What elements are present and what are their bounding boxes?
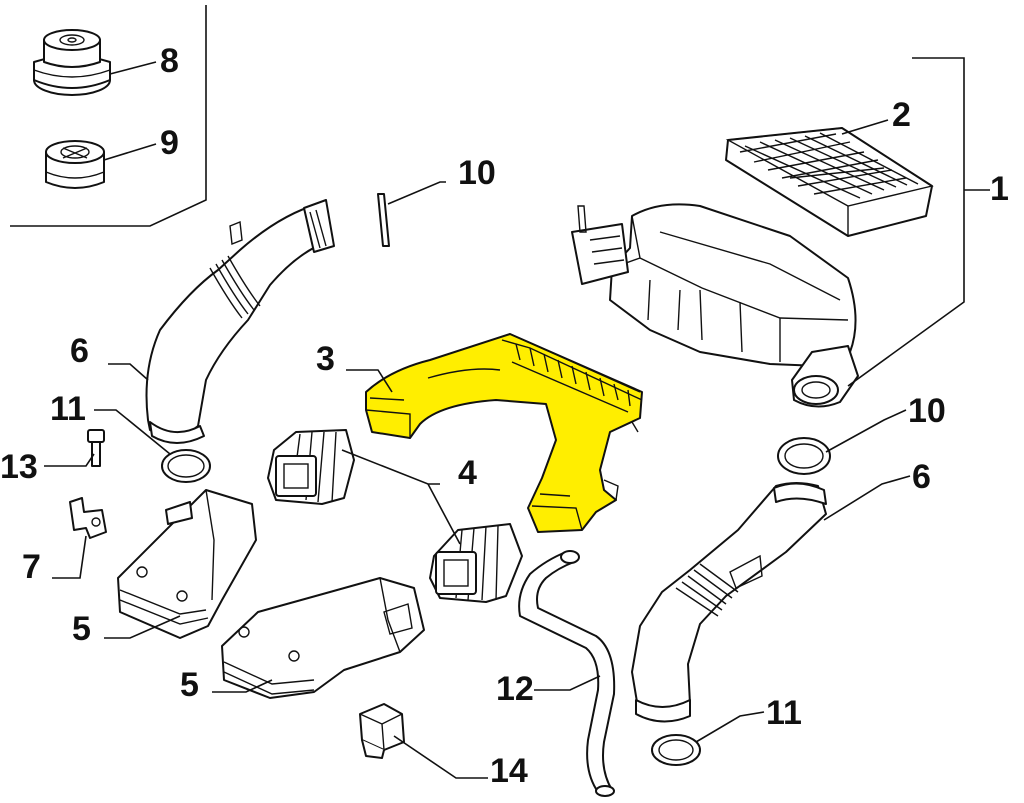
callout-8: 8 xyxy=(160,42,179,80)
part-5-intake-resonator-upper[interactable] xyxy=(117,489,257,639)
callout-12: 12 xyxy=(496,670,534,708)
inset-frame xyxy=(10,5,207,227)
callout-5-upper: 5 xyxy=(72,610,91,648)
callout-2: 2 xyxy=(892,96,911,134)
duct-body xyxy=(365,333,643,533)
part-4-bellows-upper[interactable] xyxy=(267,429,355,505)
callout-14: 14 xyxy=(490,752,528,790)
part-7-bracket[interactable] xyxy=(69,497,107,539)
part-10-clip-right[interactable] xyxy=(777,437,831,475)
callout-11-right: 11 xyxy=(766,694,802,732)
part-4-bellows-lower[interactable] xyxy=(429,523,523,603)
callout-10-right: 10 xyxy=(908,392,946,430)
leader-lines xyxy=(44,57,990,779)
callout-5-lower: 5 xyxy=(180,666,199,704)
callout-6-right: 6 xyxy=(912,458,931,496)
part-6-intake-hose-right[interactable] xyxy=(631,482,827,723)
callout-13: 13 xyxy=(0,448,38,486)
callout-11-left: 11 xyxy=(50,390,86,428)
callout-labels: 8 9 10 2 1 3 6 11 13 4 7 5 5 10 6 12 11 … xyxy=(0,42,1009,790)
part-14-clip[interactable] xyxy=(359,703,405,759)
callout-6-left: 6 xyxy=(70,332,89,370)
callout-9: 9 xyxy=(160,124,179,162)
part-12-breather-pipe[interactable] xyxy=(518,550,616,797)
callout-1: 1 xyxy=(990,170,1009,208)
part-8-rubber-mount[interactable] xyxy=(33,29,111,96)
part-2-filter-element[interactable] xyxy=(725,127,934,237)
part-6-intake-hose-left[interactable] xyxy=(145,199,335,444)
part-10-strap[interactable] xyxy=(377,193,390,247)
part-9-rubber-mount[interactable] xyxy=(45,140,105,189)
part-13-screw[interactable] xyxy=(87,429,105,467)
part-5-intake-resonator-lower[interactable] xyxy=(221,577,425,699)
callout-4: 4 xyxy=(458,454,477,492)
callout-7: 7 xyxy=(22,548,41,586)
part-1-air-filter-housing[interactable] xyxy=(571,203,859,408)
part-11-hose-clamp-left[interactable] xyxy=(161,449,211,483)
callout-10-top: 10 xyxy=(458,154,496,192)
part-11-hose-clamp-right[interactable] xyxy=(651,734,701,766)
part-3-intake-duct-highlighted[interactable] xyxy=(365,333,643,533)
callout-3: 3 xyxy=(316,340,335,378)
